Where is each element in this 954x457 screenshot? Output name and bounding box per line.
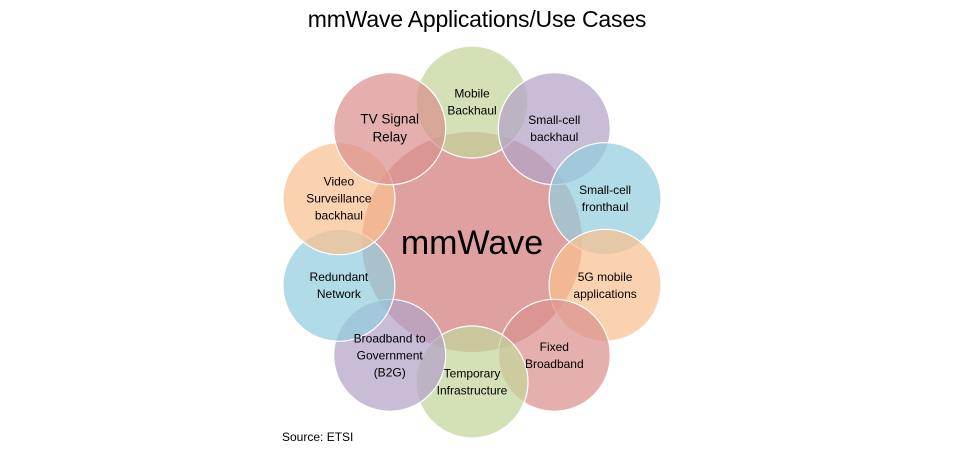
petal-label-line: Mobile [454,87,490,101]
petal-label-line: Broadband [525,357,584,371]
source-caption: Source: ETSI [282,430,354,444]
petal-ring [282,45,662,439]
petal-label-line: TV Signal [360,112,419,127]
petal-label-line: Small-cell [579,183,631,197]
center-circle [362,132,582,352]
petal-label-line: Infrastructure [437,384,508,398]
petal-label-line: Surveillance [306,192,372,206]
page-title: mmWave Applications/Use Cases [307,6,647,32]
center-label: mmWave [401,224,543,262]
petal-label-line: applications [573,287,636,301]
petal-label-line: 5G mobile [578,270,633,284]
petal-label-line: Video [324,175,355,189]
petal-label-line: Network [317,287,362,301]
petal-label-line: backhaul [315,209,363,223]
petal-label-line: Relay [372,130,407,145]
petal-label-line: (B2G) [374,365,406,379]
petal-label-line: backhaul [530,130,578,144]
petal-label-line: Fixed [540,340,569,354]
center-node [362,132,582,352]
petal-label-line: Small-cell [528,113,580,127]
petal-label-line: fronthaul [582,200,629,214]
petal-label: 5G mobile applications [573,270,636,301]
petal-label: Small-cell backhaul [528,113,580,144]
petal-label-line: Temporary [444,367,501,381]
petal-label-line: Backhaul [447,104,496,118]
petal-label-line: Redundant [310,270,369,284]
petal-circle [333,72,447,186]
petal-label: Broadband to Government (B2G) [354,331,426,379]
petal-label: Small-cell fronthaul [579,183,631,214]
petal-label-line: Government [357,348,424,362]
petal-label-line: Broadband to [354,331,426,345]
